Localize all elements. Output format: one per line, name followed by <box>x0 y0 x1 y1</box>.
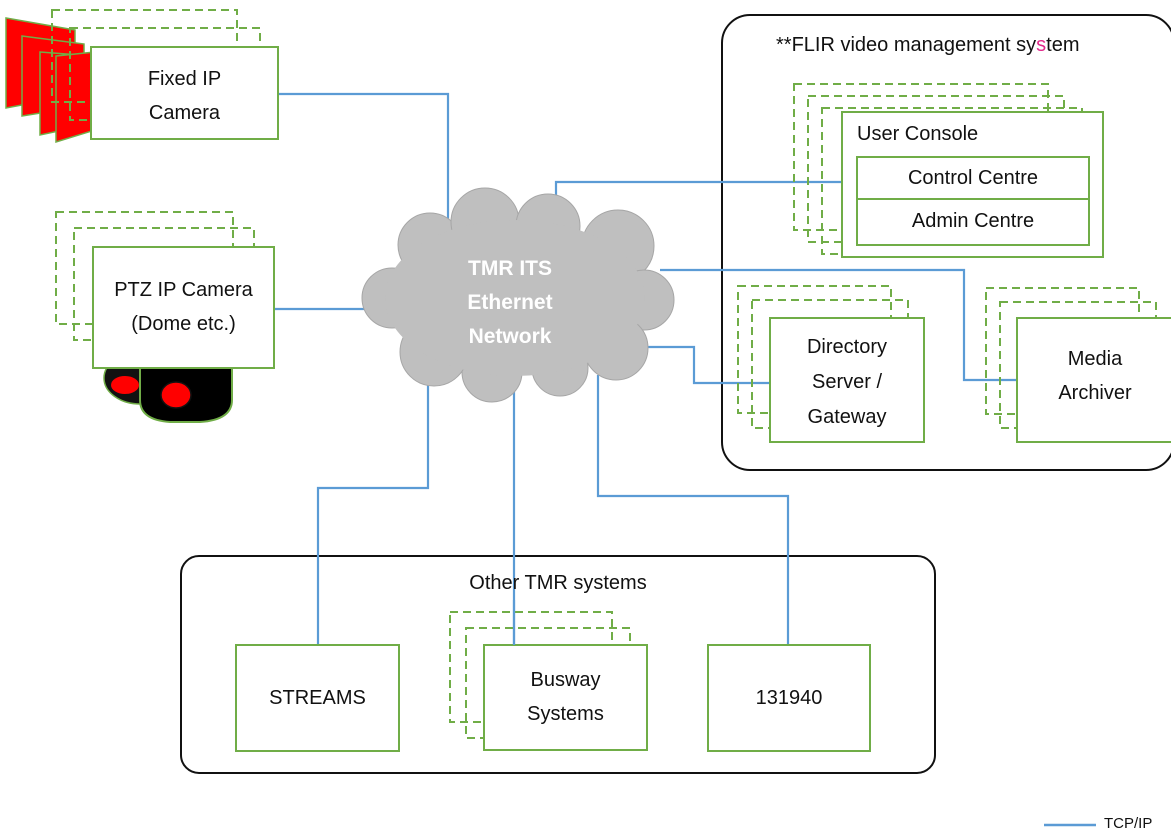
label-131940: 131940 <box>755 687 823 709</box>
link-directory-server <box>630 345 777 385</box>
user-console-title: User Console <box>857 123 979 145</box>
streams-label: STREAMS <box>269 687 366 709</box>
admin-centre-box[interactable] <box>856 198 1090 246</box>
control-centre-label: Control Centre <box>907 167 1039 189</box>
fixed-camera-label: Fixed IP Camera <box>147 68 222 124</box>
link-streams <box>316 370 430 645</box>
link-media-archiver <box>660 268 1018 382</box>
fixed-camera-box <box>90 46 279 140</box>
busway-label: Busway Systems <box>527 669 604 725</box>
box-131940 <box>707 644 871 752</box>
other-tmr-systems-group <box>180 555 936 774</box>
ptz-camera-box <box>92 246 275 369</box>
media-archiver-box <box>1016 317 1171 443</box>
link-fixed-camera <box>278 92 450 232</box>
highlight-letter: s <box>1036 34 1047 56</box>
link-user-console <box>554 180 842 214</box>
media-archiver-label: Media Archiver <box>1058 348 1132 404</box>
admin-centre-label: Admin Centre <box>911 210 1035 232</box>
fixed-camera-icon <box>5 17 96 144</box>
directory-server-label: Directory Server / Gateway <box>806 336 887 428</box>
directory-server-box <box>769 317 925 443</box>
network-cloud-label: TMR ITS Ethernet Network <box>467 257 553 348</box>
flir-system-title: **FLIR video management system <box>776 34 1080 56</box>
busway-box <box>483 644 648 751</box>
legend-label: TCP/IP <box>1104 815 1153 832</box>
ptz-camera-label: PTZ IP Camera (Dome etc.) <box>114 279 253 335</box>
streams-box <box>235 644 400 752</box>
control-centre-box[interactable] <box>856 156 1090 200</box>
network-cloud <box>361 187 675 403</box>
other-tmr-systems-title: Other TMR systems <box>469 572 647 594</box>
link-131940 <box>596 375 790 645</box>
flir-system-group <box>721 14 1171 471</box>
